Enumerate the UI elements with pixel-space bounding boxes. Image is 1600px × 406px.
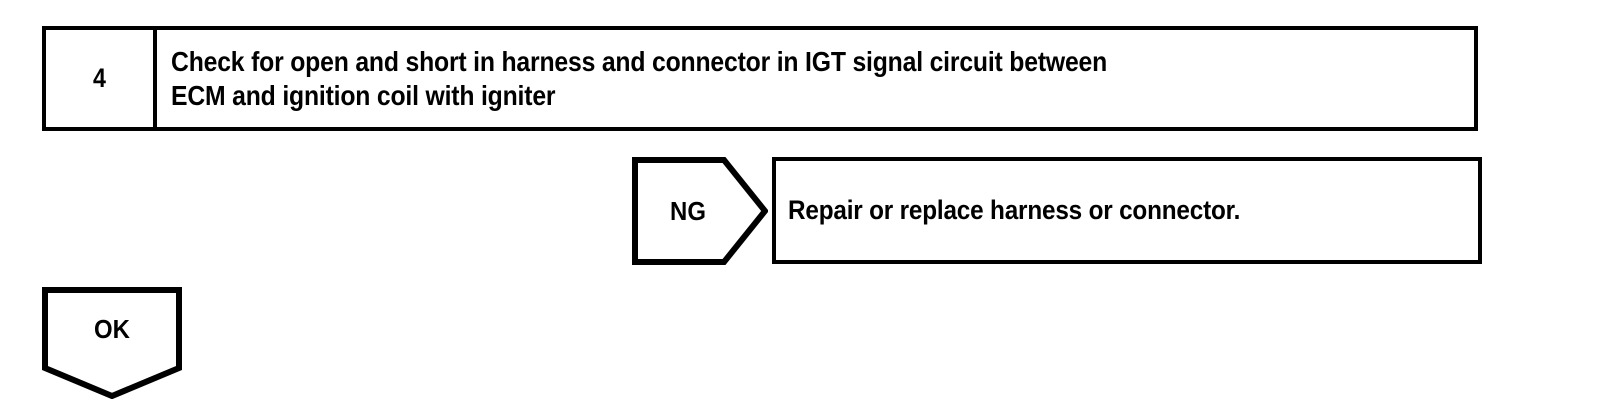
step-instruction-cell: Check for open and short in harness and … — [157, 30, 1474, 127]
step-number: 4 — [93, 63, 106, 93]
ng-branch-arrow: NG — [632, 157, 768, 265]
step-instruction-text: Check for open and short in harness and … — [171, 46, 1108, 111]
ok-branch-arrow: OK — [42, 287, 182, 399]
ng-arrow-icon — [632, 157, 768, 265]
ng-result-text: Repair or replace harness or connector. — [788, 195, 1241, 225]
ng-result-box: Repair or replace harness or connector. — [772, 157, 1482, 264]
ok-arrow-icon — [42, 287, 182, 399]
step-number-cell: 4 — [46, 30, 157, 127]
step-box: 4 Check for open and short in harness an… — [42, 26, 1478, 131]
